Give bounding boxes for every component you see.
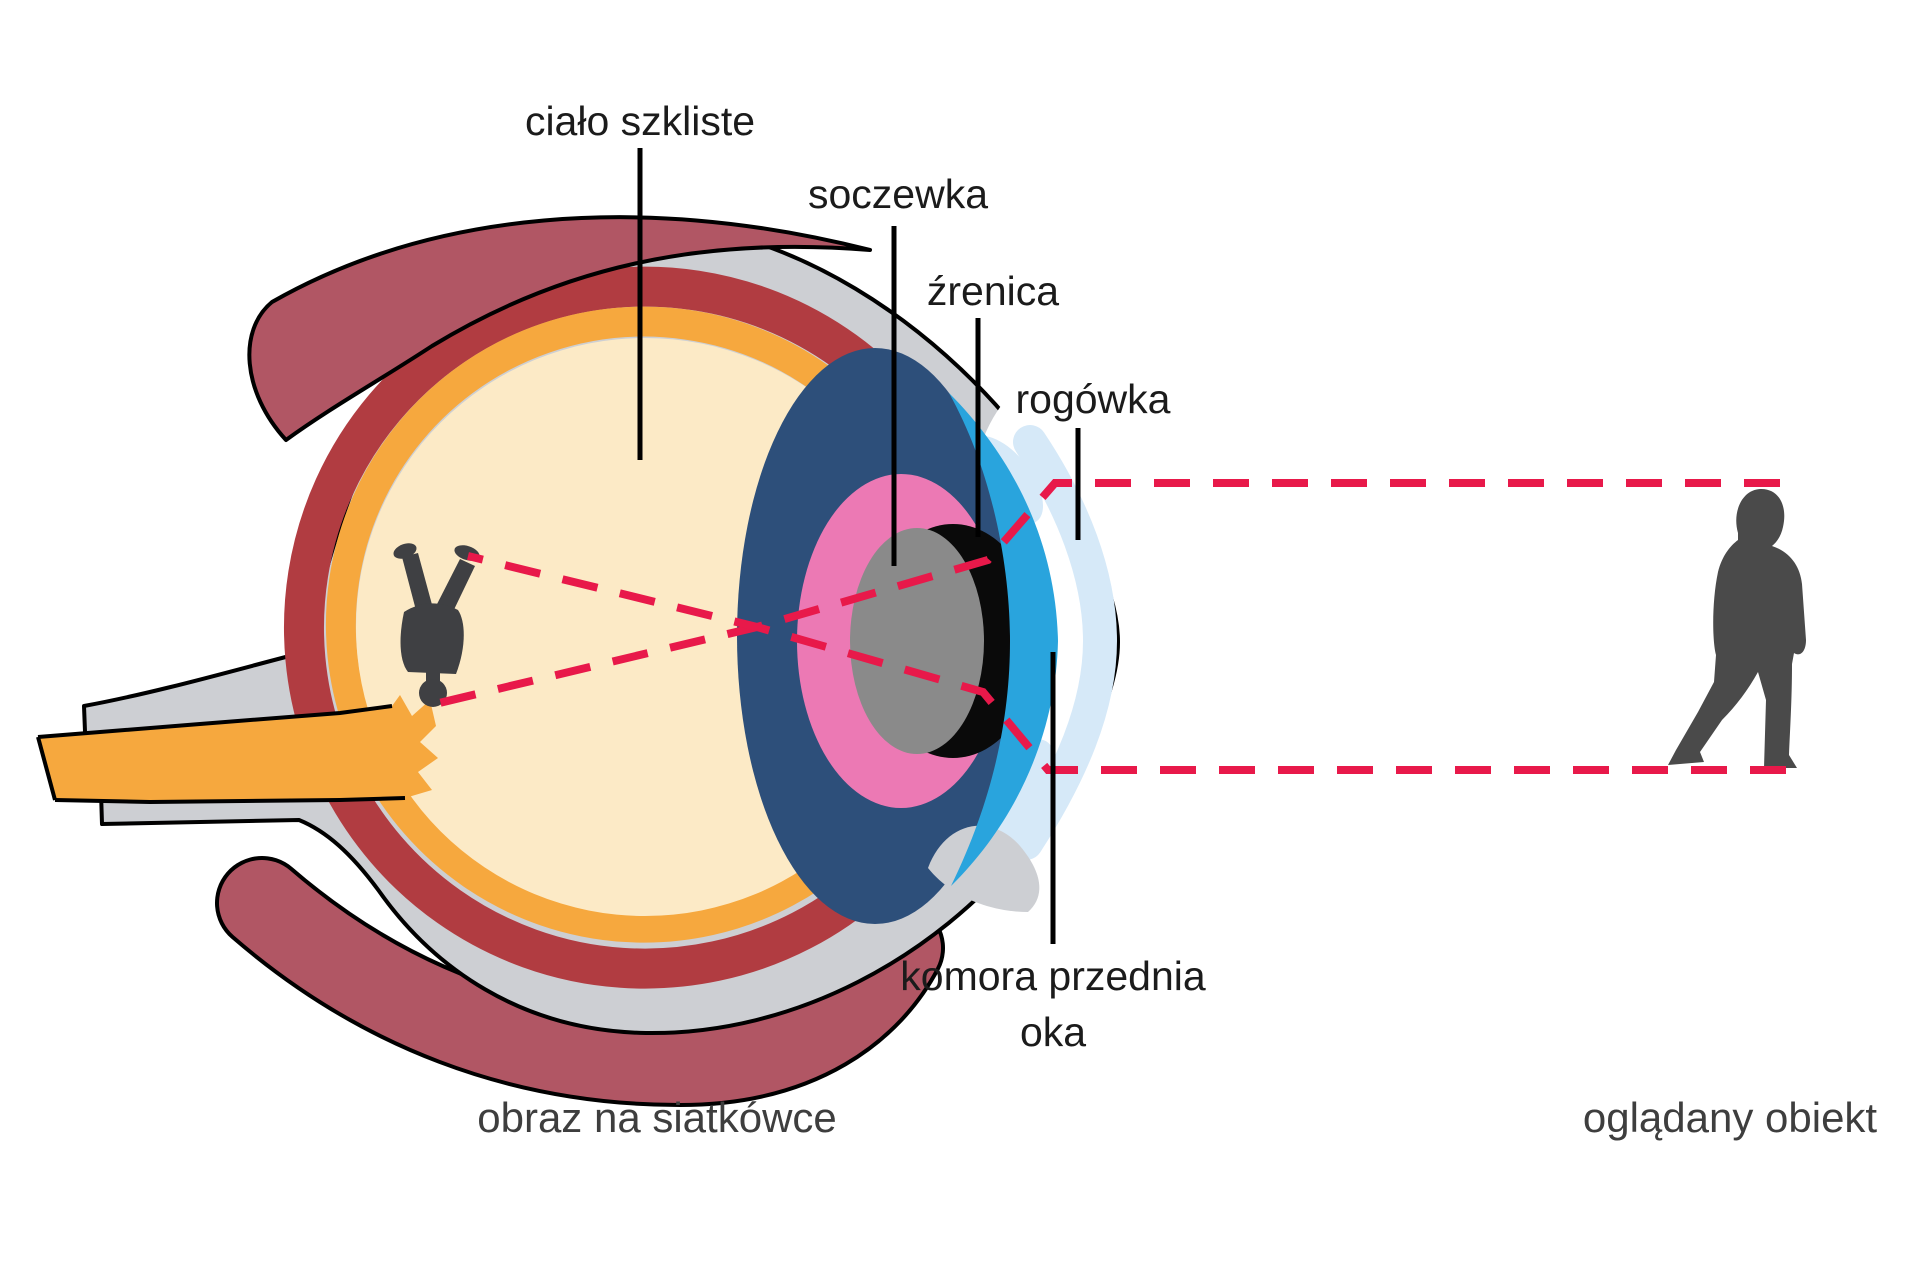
inverted-person-silhouette xyxy=(393,543,480,707)
label-cornea: rogówka xyxy=(1016,376,1171,422)
label-anterior-chamber-line1: komora przednia xyxy=(900,953,1206,999)
caption-retina-image: obraz na siatkówce xyxy=(477,1094,837,1141)
iris xyxy=(949,393,1058,886)
label-vitreous-body: ciało szkliste xyxy=(525,98,755,144)
inverted-person-leg-left xyxy=(402,553,434,618)
light-ray-top xyxy=(434,479,1780,708)
upper-muscle xyxy=(247,215,872,442)
lens xyxy=(850,528,984,754)
captions: obraz na siatkówce oglądany obiekt xyxy=(477,1094,1877,1141)
label-lens: soczewka xyxy=(808,171,988,217)
lower-muscle xyxy=(219,860,941,1104)
optic-nerve-outline-top xyxy=(37,704,393,739)
standing-person-silhouette xyxy=(1668,488,1806,768)
inverted-person-torso xyxy=(400,603,464,674)
callout-lines xyxy=(637,148,1081,944)
cornea xyxy=(1009,425,1118,860)
optic-nerve-outline-bottom xyxy=(54,796,406,805)
light-rays xyxy=(434,479,1786,774)
optic-nerve xyxy=(38,695,438,802)
caption-viewed-object: oglądany obiekt xyxy=(1583,1094,1878,1141)
optic-nerve-outline-end xyxy=(36,736,57,801)
inverted-person-neck xyxy=(426,668,440,682)
inverted-person-leg-right xyxy=(434,559,475,620)
label-anterior-chamber-line2: oka xyxy=(1020,1009,1086,1055)
label-pupil: źrenica xyxy=(927,268,1059,314)
callouts: ciało szkliste soczewka źrenica rogówka … xyxy=(525,98,1206,1055)
light-ray-bottom xyxy=(467,552,1786,774)
sclera-front-spur xyxy=(928,825,1040,912)
eye-cross-section xyxy=(36,215,1120,1108)
